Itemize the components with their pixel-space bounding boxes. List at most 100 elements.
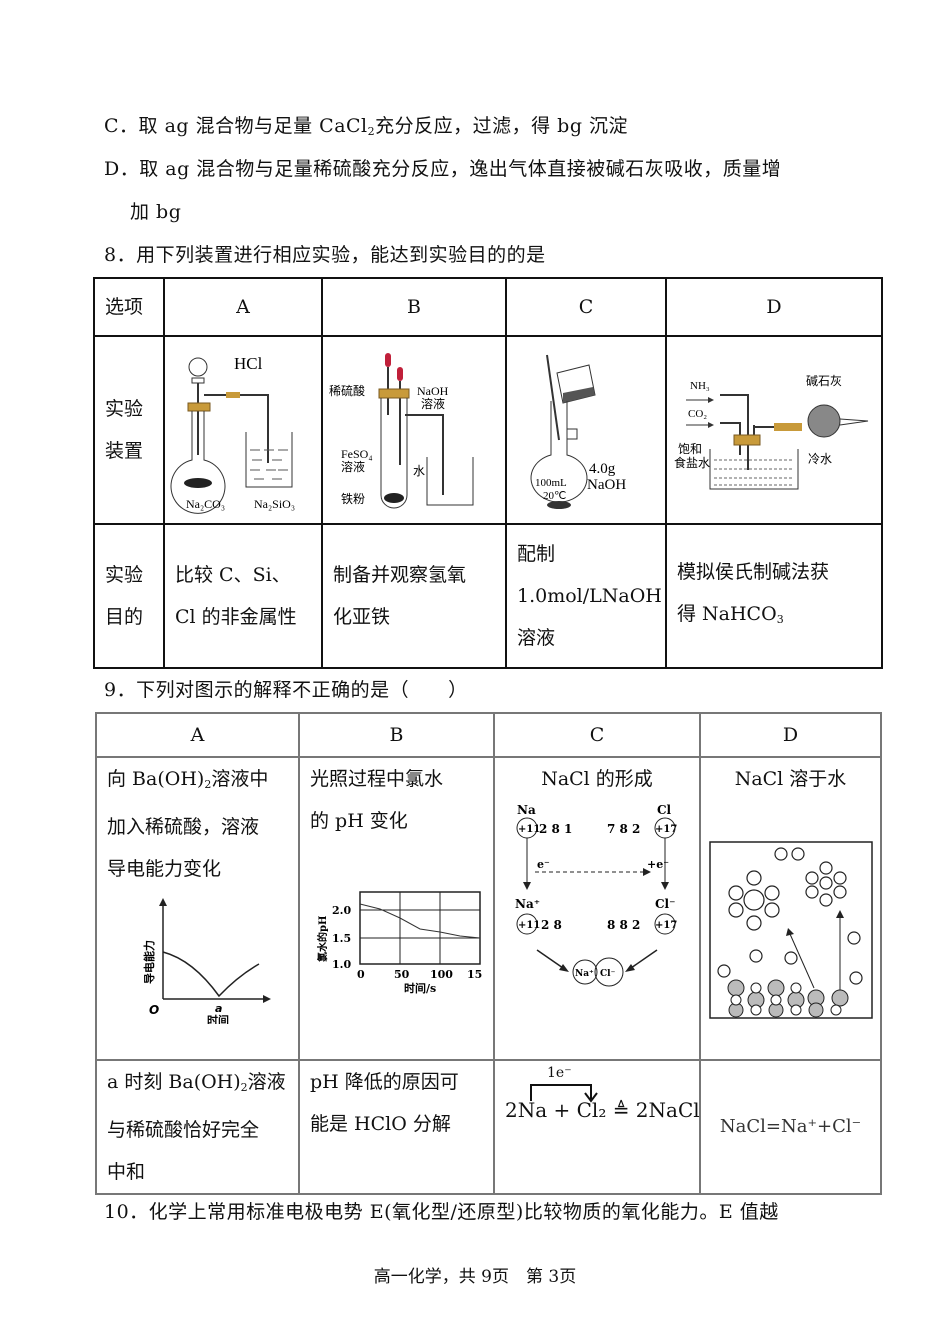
figure-cell-d: NH₃ CO₂ 碱石灰 饱和 食盐水 冷水 (665, 335, 883, 525)
text-line: 加入稀硫酸，溶液 (107, 816, 260, 838)
text-line: 的 pH 变化 (310, 810, 408, 832)
svg-text:氯水的pH: 氯水的pH (316, 916, 329, 962)
svg-text:a: a (215, 1002, 222, 1015)
header-cell-option: 选项 (93, 277, 165, 337)
svg-text:Na₂CO₃: Na₂CO₃ (186, 497, 225, 511)
text-line: 1.0mol/LNaOH (517, 585, 662, 607)
header-cell-a: A (95, 712, 300, 758)
header-cell-d: D (665, 277, 883, 337)
option-text: 充分反应，过滤，得 bg 沉淀 (375, 115, 629, 137)
text: a 时刻 Ba(OH) (107, 1071, 241, 1093)
text-line: NaCl 的形成 (541, 768, 653, 790)
explanation-a: a 时刻 Ba(OH)2溶液 与稀硫酸恰好完全 中和 (95, 1059, 300, 1195)
row-label-purpose: 实验 目的 (93, 523, 165, 669)
question-8-table: 选项 A B C D 实验 装置 (93, 277, 883, 669)
svg-text:Na₂SiO₃: Na₂SiO₃ (254, 497, 295, 511)
apparatus-b-figure: 稀硫酸 NaOH 溶液 FeSO₄ 溶液 水 铁粉 (329, 353, 474, 509)
svg-text:铁粉: 铁粉 (341, 492, 365, 506)
question-9-stem: 9．下列对图示的解释不正确的是（ ） (104, 679, 468, 701)
text-line: 能是 HClO 分解 (310, 1113, 451, 1135)
label-line: 目的 (105, 606, 144, 628)
svg-text:HCl: HCl (234, 354, 263, 373)
svg-text:e⁻: e⁻ (537, 858, 550, 871)
description-b: 光照过程中氯水 的 pH 变化 2.0 1.5 1.0 0 50 100 150… (298, 756, 495, 1061)
apparatus-d-figure: NH₃ CO₂ 碱石灰 饱和 食盐水 冷水 (674, 374, 869, 490)
svg-text:溶液: 溶液 (341, 459, 365, 474)
explanation-d: NaCl=Na⁺+Cl⁻ (699, 1059, 882, 1195)
header-cell-b: B (298, 712, 495, 758)
svg-text:2.0: 2.0 (332, 904, 351, 917)
svg-text:1.5: 1.5 (332, 932, 351, 945)
svg-text:+e⁻: +e⁻ (647, 858, 669, 871)
option-c: C．取 ag 混合物与足量 CaCl2充分反应，过滤，得 bg 沉淀 (104, 114, 628, 144)
svg-text:FeSO₄: FeSO₄ (341, 447, 373, 461)
svg-text:食盐水: 食盐水 (674, 455, 710, 470)
svg-text:Cl⁻: Cl⁻ (600, 969, 616, 979)
text-line: 制备并观察氢氧 (333, 564, 467, 586)
text-line: 化亚铁 (333, 606, 391, 628)
option-text: 取 ag 混合物与足量稀硫酸充分反应，逸出气体直接被碱石灰吸收，质量增 (139, 158, 782, 180)
text-line: 比较 C、Si、 (175, 564, 291, 586)
svg-text:+17: +17 (655, 824, 677, 835)
header-row: 选项 A B C D (93, 277, 883, 337)
question-8-stem: 8．用下列装置进行相应实验，能达到实验目的的是 (104, 244, 546, 266)
svg-text:导电能力: 导电能力 (142, 940, 156, 984)
option-label: D． (104, 158, 140, 180)
purpose-b: 制备并观察氢氧 化亚铁 (321, 523, 507, 669)
purpose-c: 配制 1.0mol/LNaOH 溶液 (505, 523, 667, 669)
svg-text:+17: +17 (655, 920, 677, 931)
svg-text:O: O (149, 1003, 159, 1017)
text-line: 与稀硫酸恰好完全 (107, 1119, 260, 1141)
svg-text:Na⁺: Na⁺ (515, 897, 540, 911)
svg-text:溶液: 溶液 (421, 396, 445, 411)
text-line: 向 Ba(OH)2溶液中 (107, 758, 288, 806)
subscript: 2 (204, 778, 212, 791)
svg-text:0: 0 (357, 968, 365, 981)
explanation-row: a 时刻 Ba(OH)2溶液 与稀硫酸恰好完全 中和 pH 降低的原因可 能是 … (95, 1059, 882, 1195)
subscript: 2 (367, 125, 376, 138)
text-line: 得 NaHCO3 (677, 593, 871, 641)
electron-label: 1e⁻ (547, 1065, 572, 1081)
label-line: 装置 (105, 440, 144, 462)
svg-text:Na: Na (517, 803, 536, 817)
svg-text:NaOH: NaOH (587, 477, 626, 493)
option-text: 取 ag 混合物与足量 CaCl (138, 115, 368, 137)
ph-chart: 2.0 1.5 1.0 0 50 100 150 时间/s 氯水的pH (316, 891, 482, 995)
svg-text:150: 150 (467, 968, 482, 981)
arrow-icon (530, 1084, 598, 1103)
text-line: 配制 (517, 543, 556, 565)
text: 溶液 (247, 1071, 286, 1093)
apparatus-c-figure: 100mL 20℃ 4.0g NaOH (530, 354, 626, 509)
svg-text:CO₂: CO₂ (688, 408, 707, 420)
electron-transfer-arrow: 1e⁻ (505, 1065, 689, 1103)
text-line: 中和 (107, 1161, 146, 1183)
text-line: 溶液 (517, 627, 556, 649)
option-label: C． (104, 115, 139, 137)
header-cell-c: C (505, 277, 667, 337)
figure-cell-b: 稀硫酸 NaOH 溶液 FeSO₄ 溶液 水 铁粉 (321, 335, 507, 525)
nacl-dissolution-diagram (708, 841, 873, 1019)
text-line: a 时刻 Ba(OH)2溶液 (107, 1061, 288, 1109)
subscript: 2 (240, 1081, 248, 1094)
header-cell-d: D (699, 712, 882, 758)
header-cell-b: B (321, 277, 507, 337)
figure-cell-c: 100mL 20℃ 4.0g NaOH (505, 335, 667, 525)
svg-text:饱和: 饱和 (678, 441, 702, 456)
svg-text:+11: +11 (518, 824, 540, 835)
explanation-b: pH 降低的原因可 能是 HClO 分解 (298, 1059, 495, 1195)
text: 溶液中 (211, 768, 269, 790)
text-line: Cl 的非金属性 (175, 606, 297, 628)
figure-row: 向 Ba(OH)2溶液中 加入稀硫酸，溶液 导电能力变化 O a 时间 导电能力… (95, 756, 882, 1061)
header-cell-a: A (163, 277, 323, 337)
text-line: 光照过程中氯水 (310, 768, 444, 790)
purpose-d: 模拟侯氏制碱法获 得 NaHCO3 (665, 523, 883, 669)
question-9-table: A B C D 向 Ba(OH)2溶液中 加入稀硫酸，溶液 导电能力变化 O a… (95, 712, 882, 1195)
text: 得 NaHCO (677, 603, 777, 625)
svg-text:时间: 时间 (207, 1013, 229, 1024)
text-line: pH 降低的原因可 (310, 1071, 459, 1093)
svg-text:8 8 2: 8 8 2 (607, 918, 640, 932)
svg-text:+11: +11 (518, 920, 540, 931)
svg-text:100mL: 100mL (535, 477, 567, 489)
subscript: 3 (776, 613, 784, 626)
svg-text:NaOH: NaOH (417, 384, 449, 398)
